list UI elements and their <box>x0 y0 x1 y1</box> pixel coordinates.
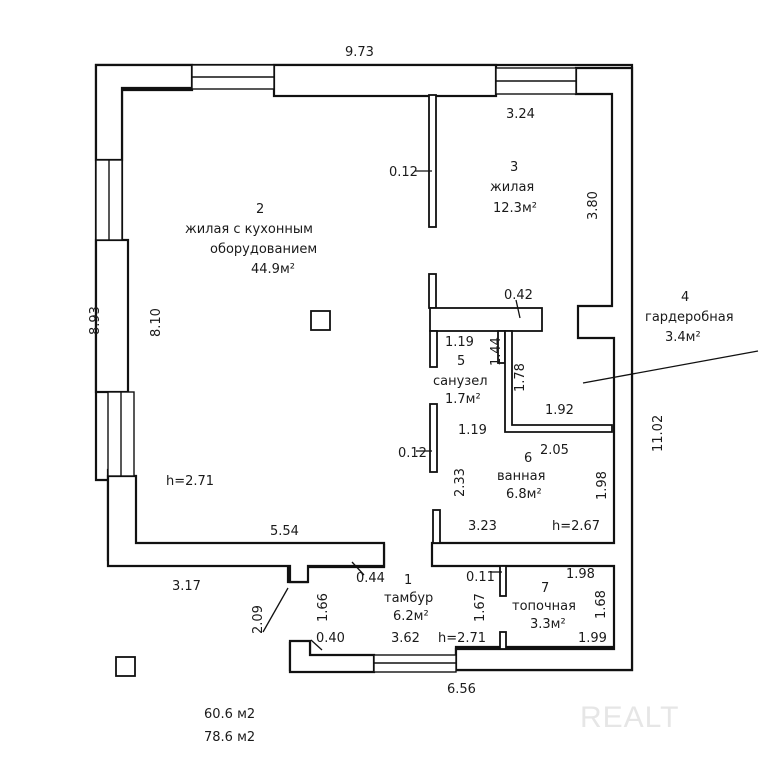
room-4-area: 3.4м² <box>665 330 701 345</box>
dim-partition-b: 0.42 <box>504 288 533 303</box>
dim-room3-width: 3.24 <box>506 107 535 122</box>
dim-top-width: 9.73 <box>345 45 374 60</box>
dim-vestibule-left: 1.66 <box>316 593 331 622</box>
dim-room3-height: 3.80 <box>586 191 601 220</box>
dim-vestibule-width: 3.62 <box>391 631 420 646</box>
partition-bath-left <box>432 509 441 544</box>
room-6-number: 6 <box>524 451 532 466</box>
dim-room2-bottom: 5.54 <box>270 524 299 539</box>
room-4-number: 4 <box>681 290 689 305</box>
dim-partition-a: 0.12 <box>389 165 418 180</box>
room-5-line1: санузел <box>433 374 488 389</box>
partition-boiler-bottom <box>499 631 507 650</box>
room-2-area: 44.9м² <box>251 262 295 277</box>
total-area-1: 60.6 м2 <box>204 707 255 722</box>
labels: 9.73 3.24 0.12 3.80 8.93 8.10 0.42 1.19 … <box>88 45 734 745</box>
dim-vestibule-step2: 0.40 <box>316 631 345 646</box>
partition-upper-stub <box>428 273 437 309</box>
dim-right-height: 11.02 <box>651 415 666 452</box>
dim-room2-ceiling: h=2.71 <box>166 474 214 489</box>
room-3-line1: жилая <box>490 180 534 195</box>
leader-lines <box>262 170 759 651</box>
dim-left-height: 8.93 <box>88 306 103 335</box>
wall-top-left <box>94 63 194 162</box>
dim-boiler-step: 0.11 <box>466 570 495 585</box>
partitions <box>115 94 613 677</box>
partition-boiler <box>499 565 507 597</box>
total-area-2: 78.6 м2 <box>204 730 255 745</box>
room-4-line1: гардеробная <box>645 310 734 325</box>
dim-diag: 2.09 <box>251 605 266 634</box>
vent-square-outside <box>115 656 136 677</box>
vent-square <box>310 310 331 331</box>
room-6-line1: ванная <box>497 469 545 484</box>
room-7-number: 7 <box>541 581 549 596</box>
wall-top-mid <box>272 63 498 98</box>
dim-boiler-bottom: 1.99 <box>578 631 607 646</box>
dim-bath-height-right: 1.98 <box>595 471 610 500</box>
room-6-area: 6.8м² <box>506 487 542 502</box>
room-1-number: 1 <box>404 573 412 588</box>
dim-bath-bottom: 3.23 <box>468 519 497 534</box>
dim-outer-left-bottom: 3.17 <box>172 579 201 594</box>
dim-boiler-top: 1.98 <box>566 567 595 582</box>
watermark-logo: REALT <box>580 701 679 734</box>
room-2-line2: оборудованием <box>210 242 317 257</box>
dim-boiler-height: 1.68 <box>594 590 609 619</box>
dim-bath-ceiling: h=2.67 <box>552 519 600 534</box>
room-3-area: 12.3м² <box>493 201 537 216</box>
partition-wc-left <box>429 330 438 368</box>
dim-vestibule-step: 0.44 <box>356 571 385 586</box>
partition-wardrobe <box>504 330 613 433</box>
room-5-area: 1.7м² <box>445 392 481 407</box>
dim-bottom-width: 6.56 <box>447 682 476 697</box>
dim-vestibule-right: 1.67 <box>473 593 488 622</box>
dim-room2-height: 8.10 <box>149 308 164 337</box>
wall-left-bottom <box>106 474 386 584</box>
wall-top-right <box>430 66 634 672</box>
dim-partition-c: 0.12 <box>398 446 427 461</box>
dim-bath-width: 2.05 <box>540 443 569 458</box>
room-5-number: 5 <box>457 354 465 369</box>
partition-wc-bath <box>429 403 438 473</box>
windows <box>95 64 577 673</box>
dim-wc-bottom: 1.19 <box>458 423 487 438</box>
dim-bath-height-left: 2.33 <box>453 468 468 497</box>
room-7-area: 3.3м² <box>530 617 566 632</box>
room-1-line1: тамбур <box>384 591 433 606</box>
room-2-line1: жилая с кухонным <box>185 222 313 237</box>
dim-vestibule-ceiling: h=2.71 <box>438 631 486 646</box>
dim-wc-width: 1.19 <box>445 335 474 350</box>
partition-room2-room3 <box>428 94 437 228</box>
room-2-number: 2 <box>256 202 264 217</box>
partition-horizontal-wc <box>429 307 543 332</box>
dim-wardrobe-width: 1.92 <box>545 403 574 418</box>
room-1-area: 6.2м² <box>393 609 429 624</box>
dim-wardrobe-height: 1.78 <box>513 363 528 392</box>
dim-wc-height: 1.44 <box>489 337 504 366</box>
room-7-line1: топочная <box>512 599 576 614</box>
room-3-number: 3 <box>510 160 518 175</box>
